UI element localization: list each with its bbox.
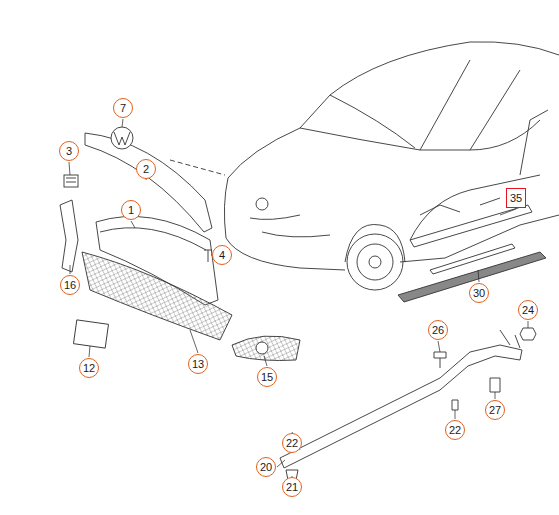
- clip: [64, 175, 78, 187]
- callout-number: 2: [136, 159, 156, 179]
- callout-text: 22: [286, 438, 298, 449]
- leader-lines: [69, 119, 528, 480]
- callout-text: 22: [449, 425, 461, 436]
- callout-number: 24: [518, 300, 538, 320]
- callout-number: 1: [121, 200, 141, 220]
- screw: [204, 250, 212, 262]
- nut: [520, 328, 536, 340]
- callout-text: 4: [219, 250, 225, 261]
- callout-number: 13: [188, 354, 208, 374]
- callout-text: 20: [260, 462, 272, 473]
- callout-number: 26: [428, 320, 448, 340]
- plate: [73, 320, 108, 348]
- callout-text: 3: [66, 146, 72, 157]
- callout-number: 7: [113, 98, 133, 118]
- bracket: [60, 200, 78, 272]
- callout-number: 21: [282, 477, 302, 497]
- callout-text: 13: [192, 359, 204, 370]
- callout-text: 30: [473, 288, 485, 299]
- sill-rail: [280, 345, 522, 468]
- callout-text: 27: [489, 405, 501, 416]
- callout-text: 35: [510, 193, 522, 204]
- callout-text: 21: [286, 482, 298, 493]
- highlighted-callout: 35: [506, 188, 526, 208]
- callout-text: 16: [64, 280, 76, 291]
- callout-number: 22: [445, 420, 465, 440]
- callout-text: 2: [143, 164, 149, 175]
- callout-text: 7: [120, 103, 126, 114]
- callout-number: 16: [60, 275, 80, 295]
- callout-number: 30: [469, 283, 489, 303]
- callout-number: 20: [256, 457, 276, 477]
- pin: [452, 400, 458, 410]
- callout-number: 3: [59, 141, 79, 161]
- callout-text: 15: [261, 372, 273, 383]
- bolt: [434, 352, 446, 368]
- callout-number: 4: [212, 245, 232, 265]
- callout-number: 12: [79, 358, 99, 378]
- fog-grille: [232, 336, 300, 361]
- callout-text: 26: [432, 325, 444, 336]
- callout-text: 24: [522, 305, 534, 316]
- callout-text: 12: [83, 363, 95, 374]
- callout-text: 1: [128, 205, 134, 216]
- callout-number: 27: [485, 400, 505, 420]
- fastener: [490, 378, 500, 392]
- emblem: [111, 127, 133, 149]
- callout-number: 22: [282, 433, 302, 453]
- car-body: [224, 42, 559, 290]
- callout-number: 15: [257, 367, 277, 387]
